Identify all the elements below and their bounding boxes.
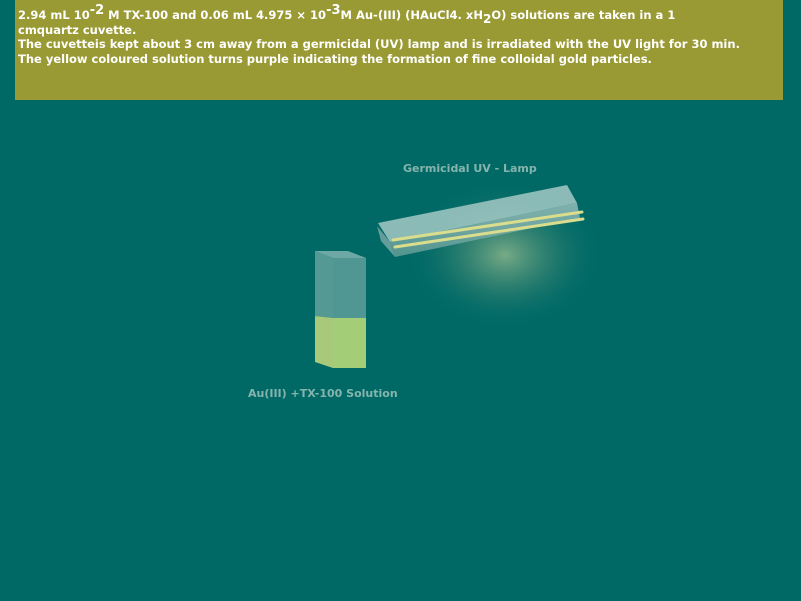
instruction-line-3: The cuvetteis kept about 3 cm away from …	[18, 37, 740, 51]
instruction-text: M TX-100 and 0.06 mL 4.975 × 10	[104, 8, 327, 22]
instruction-line-2: cmquartz cuvette.	[18, 22, 137, 37]
exponent: -3	[326, 3, 341, 18]
cuvette-icon	[315, 251, 366, 368]
subscript: 2	[482, 12, 492, 26]
exponent: -2	[89, 3, 105, 18]
instruction-panel: 2.94 mL 10-2 M TX-100 and 0.06 mL 4.975 …	[15, 0, 783, 100]
instruction-text: O) solutions are taken in a 1	[491, 8, 676, 22]
instruction-line-4: The yellow coloured solution turns purpl…	[18, 51, 652, 66]
instruction-line-1: 2.94 mL 10-2 M TX-100 and 0.06 mL 4.975 …	[18, 4, 779, 26]
cuvette-solution-side	[315, 316, 333, 368]
cuvette-label: Au(III) +TX-100 Solution	[248, 387, 398, 400]
lamp-label: Germicidal UV - Lamp	[403, 162, 537, 175]
cuvette-solution	[333, 318, 366, 368]
uv-lamp-icon	[377, 185, 585, 257]
instruction-text: 2.94 mL 10	[18, 8, 90, 22]
instruction-text: M Au-(III) (HAuCl4. xH	[340, 8, 483, 22]
